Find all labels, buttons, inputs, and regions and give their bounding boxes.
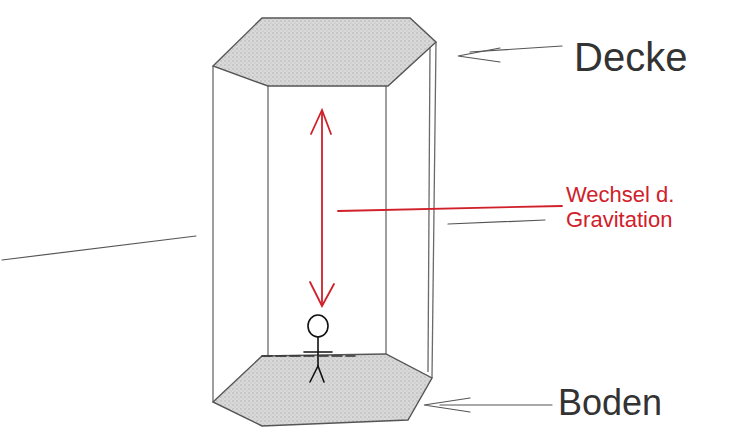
leader-line xyxy=(338,206,562,211)
floor-hexagon xyxy=(213,354,432,426)
prism-edges xyxy=(213,42,436,402)
ceiling-hexagon xyxy=(213,18,436,86)
floor-label: Boden xyxy=(558,382,723,423)
leader-lines xyxy=(2,46,562,412)
gravity-label: Wechsel d. Gravitation xyxy=(566,182,726,233)
gravity-arrow xyxy=(310,110,562,306)
ceiling-label: Decke xyxy=(574,34,724,80)
stick-figure xyxy=(262,315,355,382)
